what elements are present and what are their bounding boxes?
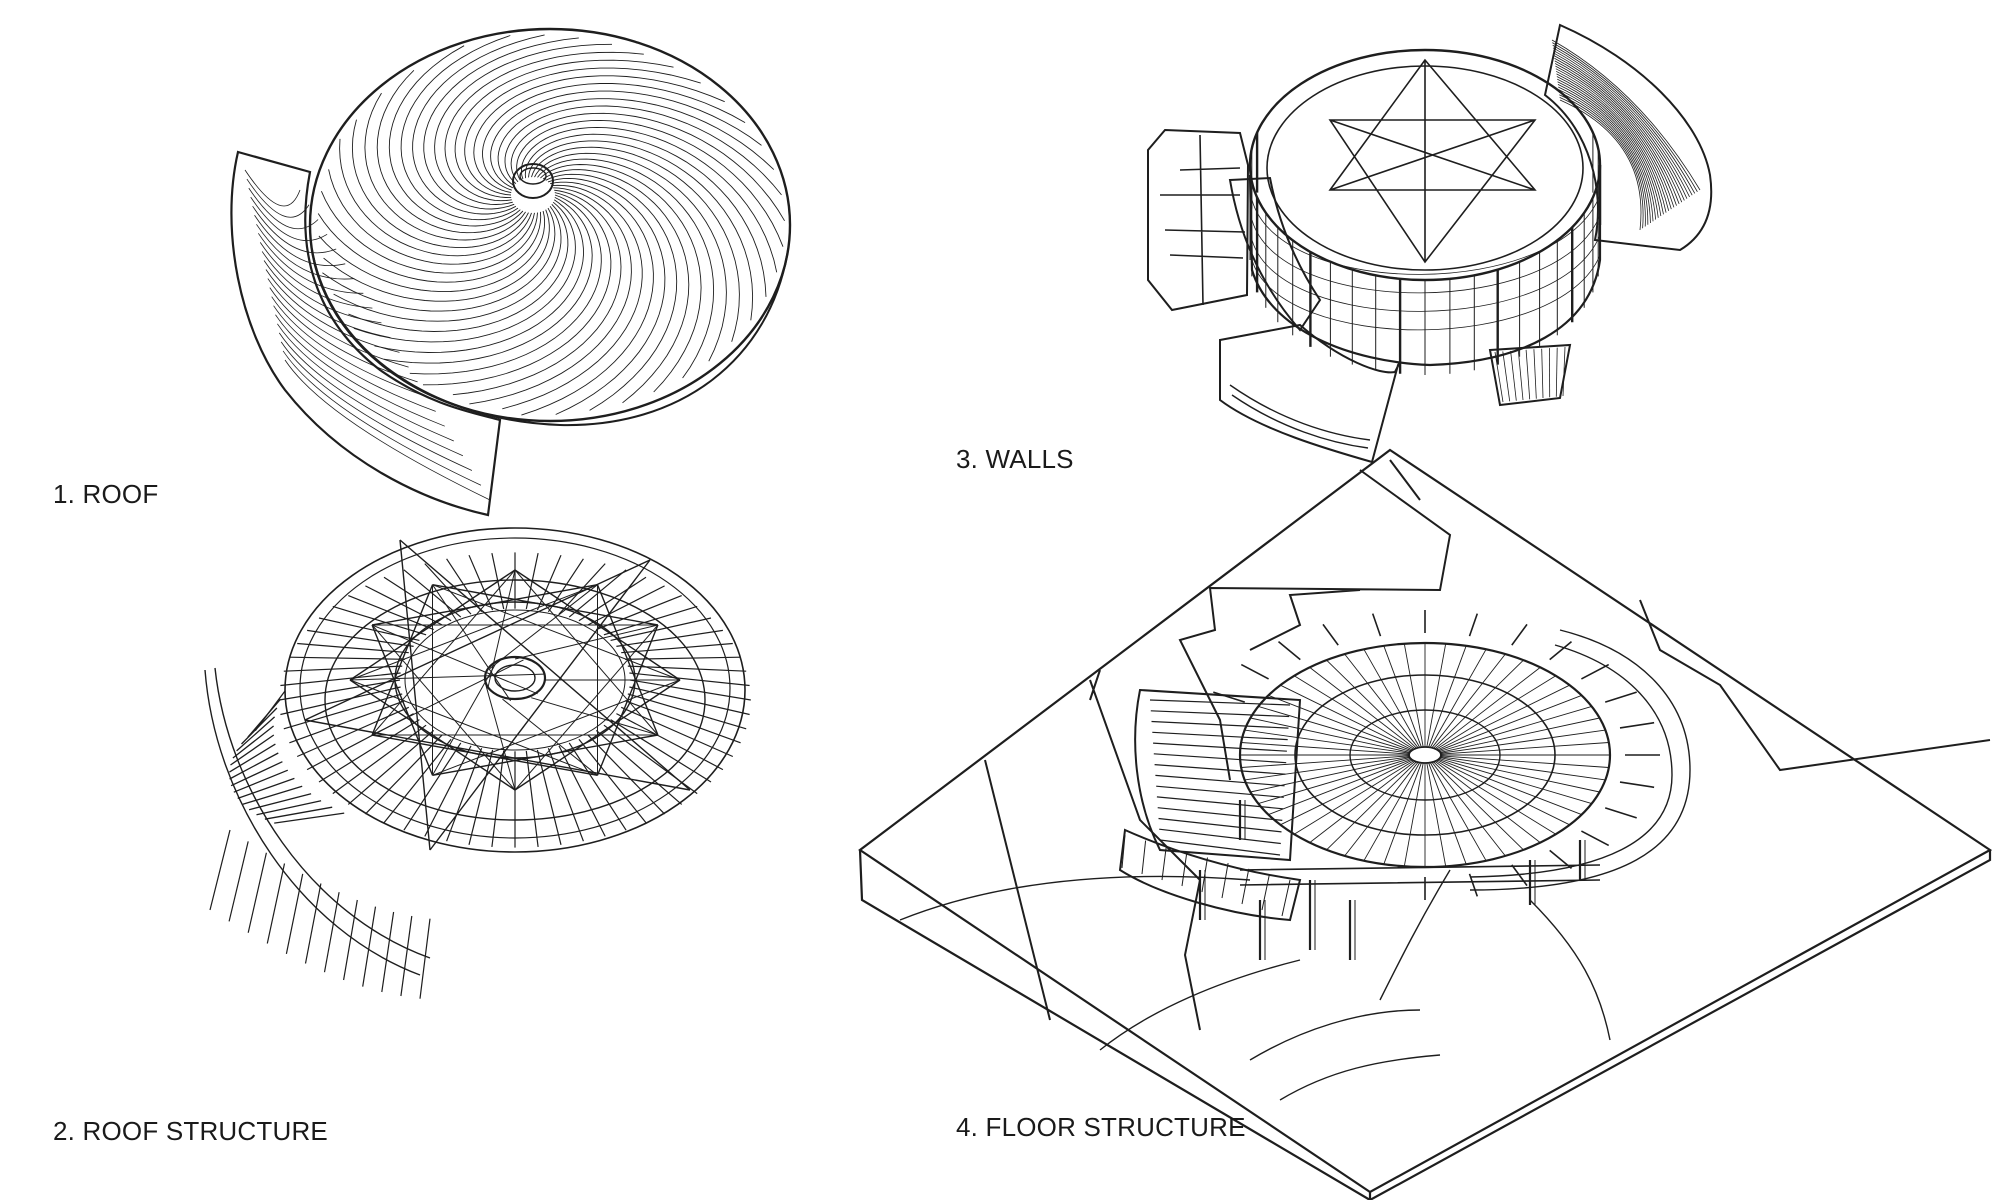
roof-spiral-boards [317,34,785,416]
walls-planter-bottom [1219,323,1401,464]
walls-deck-lower-boards [1494,346,1566,403]
floor-radial-joists [1213,610,1660,900]
caption-roof: 1. ROOF [53,479,159,509]
roof-structure-triangulation [304,539,691,851]
roof-lower-wing-hatch [244,169,491,501]
floor-hub [1408,746,1442,764]
roof-structure-wing-joists [204,667,431,999]
walls-axonometric [1147,23,1713,464]
roof-rafters [279,552,751,848]
roof-structure-axonometric [204,527,751,999]
floor-wing-joists [1121,699,1601,917]
walls-deck-lower [1488,343,1572,407]
walls-deck-right [1543,23,1713,252]
roof-main-disc [308,27,792,423]
floor-posts [1198,800,1586,960]
caption-roof-structure: 2. ROOF STRUCTURE [53,1116,328,1146]
site-block-sides [858,849,1992,1200]
roof-axonometric [230,27,792,517]
walls-studs-and-windows [1249,132,1602,375]
roof-disc-edge [311,249,789,427]
floor-wing-left [1134,688,1302,862]
walls-planter-left-dividers [1160,134,1246,306]
caption-walls: 3. WALLS [956,444,1074,474]
site-path-curves [899,629,1691,1101]
walls-planter-left [1147,128,1250,312]
walls-cylinder-base [1248,165,1602,367]
walls-deck-right-boards [1551,39,1701,231]
roof-lower-wing [230,150,502,517]
roof-oculus-inner [519,167,547,185]
caption-floor-structure: 4. FLOOR STRUCTURE [956,1112,1246,1142]
roof-structure-compression-ring [483,655,547,701]
floor-wing-bottom [1118,828,1302,922]
floor-structure-axonometric [858,448,1993,1200]
walls-floor-pattern [1328,58,1537,264]
roof-oculus [512,163,554,199]
walls-planter-bottom-rail [1229,384,1371,449]
roof-structure-compression-ring-inner [494,664,536,692]
